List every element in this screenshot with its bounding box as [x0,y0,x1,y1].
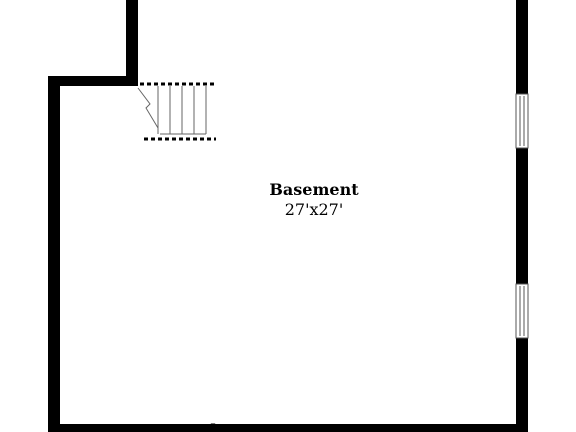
walls [48,0,528,432]
room-name: Basement [269,180,359,199]
wall-left [48,76,60,432]
watermark-registered-mark: ® [208,422,218,432]
staircase [137,82,216,141]
watermark-logo: cross [52,423,129,432]
wall-right-lower [516,338,528,432]
wall-bottom [48,424,528,432]
room-dimensions: 27'x27' [285,200,344,219]
wall-top-ledge [48,76,138,86]
wall-right-upper [516,0,528,94]
window-lower [515,283,529,339]
window-upper [515,93,529,149]
wall-right-middle [516,148,528,284]
wall-stair-side [126,0,138,86]
